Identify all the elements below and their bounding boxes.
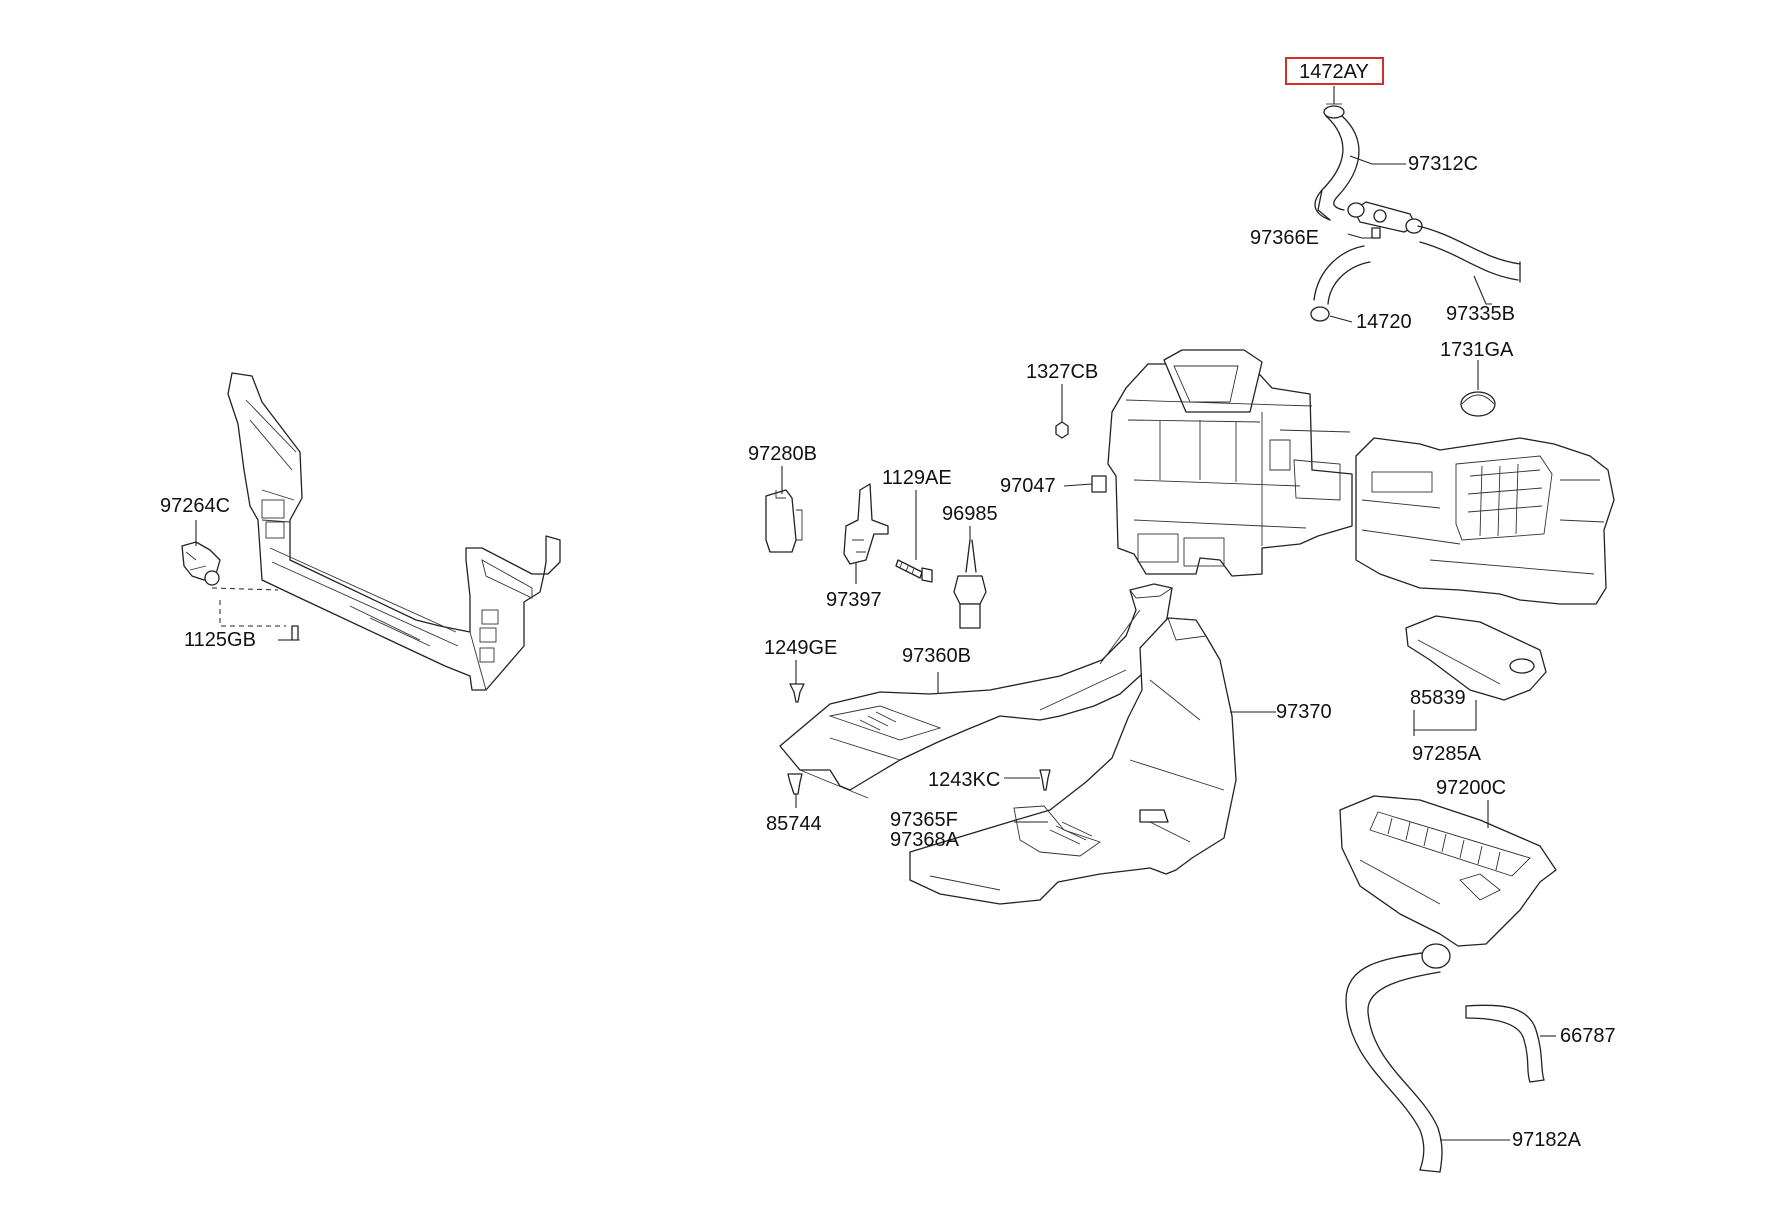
callout-1249GE: 1249GE (764, 637, 837, 659)
screw-1129AE (895, 559, 933, 583)
blower-unit (1355, 437, 1615, 605)
callout-97047: 97047 (1000, 475, 1056, 497)
callout-85744: 85744 (766, 813, 822, 835)
hose-97182A (1345, 943, 1451, 1173)
callout-1327CB: 1327CB (1026, 361, 1098, 383)
callout-97264C: 97264C (160, 495, 230, 517)
callout-97312C: 97312C (1408, 153, 1478, 175)
callout-14720: 14720 (1356, 311, 1412, 333)
duct-97370 (909, 617, 1237, 905)
bolt-1125GB (290, 625, 300, 641)
callout-96985: 96985 (942, 503, 998, 525)
bracket-97397 (843, 483, 889, 565)
callout-1472AY: 1472AY (1299, 61, 1369, 83)
callout-labels: 1472AY 97312C 97366E 97335B 14720 1731GA… (160, 61, 1616, 1151)
callout-1125GB: 1125GB (184, 629, 256, 651)
nut-1327CB (1055, 421, 1069, 439)
callout-97182A: 97182A (1512, 1129, 1582, 1151)
clip-97047 (1091, 475, 1107, 493)
connector-97366E (1347, 201, 1423, 239)
callout-97397: 97397 (826, 589, 882, 611)
callout-97366E: 97366E (1250, 227, 1319, 249)
cover-85839-97285A (1405, 615, 1547, 701)
sensor-97264C (181, 541, 221, 586)
sensor-96985 (953, 539, 987, 629)
hose-97335B (1417, 225, 1521, 283)
callout-97365F: 97365F (890, 809, 958, 831)
highlight-box (1285, 57, 1384, 85)
sensor-97280B (765, 489, 803, 553)
callout-97285A: 97285A (1412, 743, 1482, 765)
callout-66787: 66787 (1560, 1025, 1616, 1047)
callout-97360B: 97360B (902, 645, 971, 667)
intake-97200C (1339, 795, 1557, 947)
clip-85744 (787, 773, 803, 795)
screw-1243KC (1039, 769, 1051, 791)
callout-97368A: 97368A (890, 829, 960, 851)
callout-1731GA: 1731GA (1440, 339, 1514, 361)
heater-case (1107, 349, 1353, 577)
hose-66787 (1465, 1004, 1545, 1083)
callout-1129AE: 1129AE (882, 467, 952, 489)
callout-1243KC: 1243KC (928, 769, 1000, 791)
callout-97280B: 97280B (748, 443, 817, 465)
callout-85839: 85839 (1410, 687, 1466, 709)
callout-97370: 97370 (1276, 701, 1332, 723)
clip-1249GE (789, 683, 805, 703)
hose-14720 (1310, 245, 1371, 322)
grommet-1731GA (1460, 391, 1496, 417)
leader-lines (195, 86, 1556, 1141)
front-carrier-bracket (227, 372, 561, 691)
callout-97335B: 97335B (1446, 303, 1515, 325)
clip-1472AY (1323, 103, 1345, 119)
callout-97200C: 97200C (1436, 777, 1506, 799)
